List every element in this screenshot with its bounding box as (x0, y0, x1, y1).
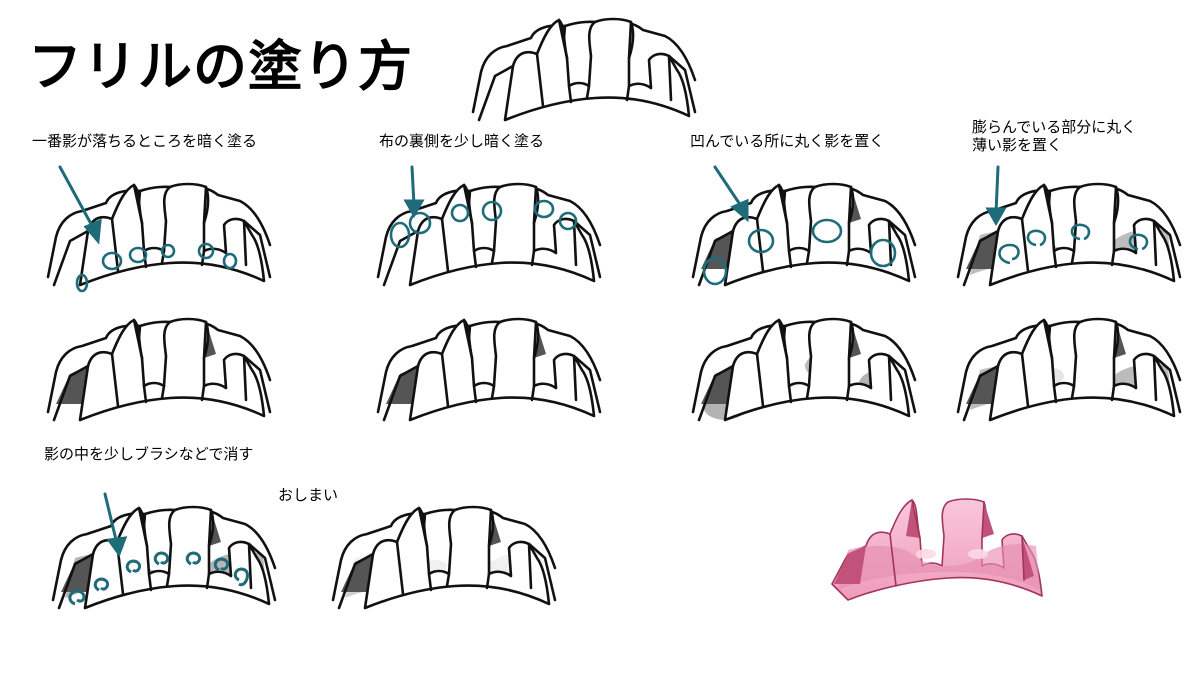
step5-caption: 影の中を少しブラシなどで消す (44, 445, 254, 463)
step3-result-frill (691, 317, 917, 422)
annotation-arrow-icon (103, 492, 128, 558)
step1-caption: 一番影が落ちるところを暗く塗る (32, 132, 258, 150)
shadow-marks (998, 223, 1149, 265)
final-caption: おしまい (278, 486, 339, 504)
step4-annotated-frill (956, 165, 1182, 287)
step4-caption-line1: 膨らんでいる部分に丸く (972, 118, 1137, 136)
eraser-strokes (68, 551, 249, 606)
step2-annotated-frill (376, 165, 602, 287)
step2-caption: 布の裏側を少し暗く塗る (379, 132, 545, 150)
step4-caption-line2: 薄い影を置く (972, 136, 1063, 154)
shadow-marks (75, 242, 238, 293)
pink-frill-example (831, 498, 1043, 601)
final-frill (331, 505, 557, 610)
page-title: フリルの塗り方 (28, 35, 413, 98)
annotation-arrow-icon (403, 165, 425, 219)
shadow-marks (389, 199, 578, 249)
step3-annotated-frill (691, 165, 917, 287)
annotation-arrow-icon (713, 165, 749, 223)
step4-result-frill (956, 317, 1182, 422)
shadow-marks (702, 218, 897, 286)
header-frill-drawing (471, 17, 697, 122)
step3-caption: 凹んでいる所に丸く影を置く (690, 132, 885, 150)
step2-result-frill (376, 317, 602, 422)
step1-result-frill (46, 317, 272, 422)
annotation-arrow-icon (985, 165, 1007, 227)
step5-annotated-frill (51, 492, 277, 610)
step1-annotated-frill (46, 165, 272, 293)
annotation-arrow-icon (58, 165, 102, 245)
